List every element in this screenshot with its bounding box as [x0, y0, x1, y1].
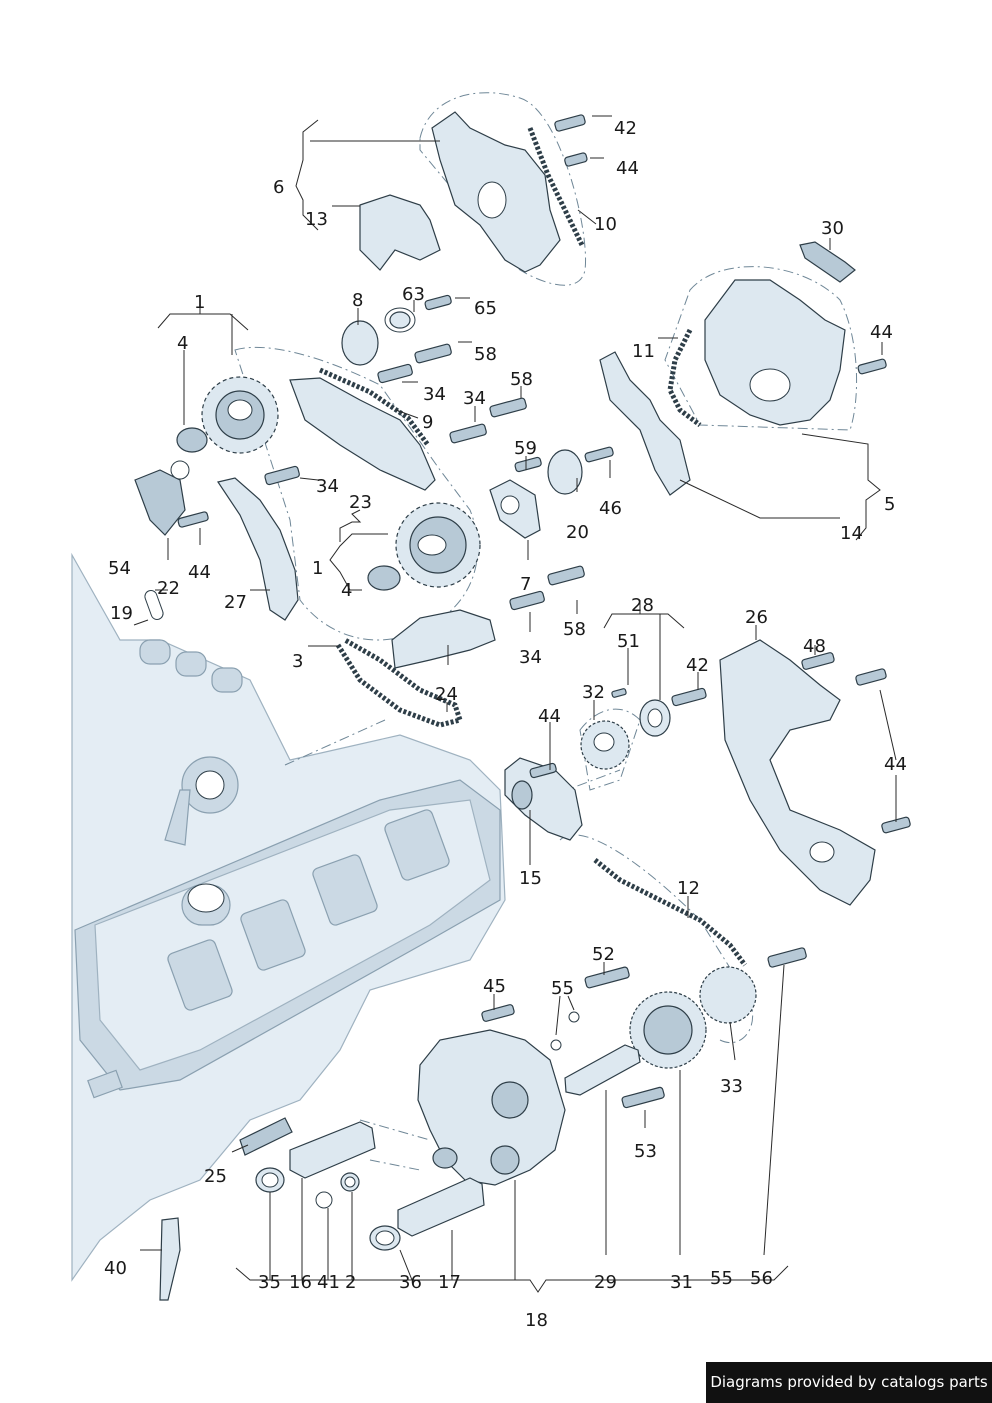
- callout: 11: [632, 341, 655, 362]
- callout: 48: [803, 636, 826, 657]
- tensioner-rail-24: [391, 609, 496, 669]
- callout: 12: [677, 878, 700, 899]
- callout: 56: [750, 1268, 773, 1289]
- callout: 26: [745, 607, 768, 628]
- sealant-tube-40: [159, 1217, 181, 1301]
- tensioner-54: [134, 469, 186, 536]
- callout: 58: [563, 619, 586, 640]
- callout: 19: [110, 603, 133, 624]
- callout: 10: [594, 214, 617, 235]
- callout: 32: [582, 682, 605, 703]
- callout: 30: [821, 218, 844, 239]
- callout: 34: [316, 476, 339, 497]
- callout: 4: [177, 333, 188, 354]
- callout: 29: [594, 1272, 617, 1293]
- callout: 13: [305, 209, 328, 230]
- callout: 54: [108, 558, 131, 579]
- callout: 28: [631, 595, 654, 616]
- callout: 1: [194, 292, 205, 313]
- callout: 20: [566, 522, 589, 543]
- callout: 16: [289, 1272, 312, 1293]
- callout: 53: [634, 1141, 657, 1162]
- callout: 63: [402, 284, 425, 305]
- callout: 33: [720, 1076, 743, 1097]
- callout: 42: [686, 655, 709, 676]
- callout: 44: [538, 706, 561, 727]
- callout: 51: [617, 631, 640, 652]
- callout: 34: [423, 384, 446, 405]
- callout: 58: [474, 344, 497, 365]
- callout: 5: [884, 494, 895, 515]
- callout: 44: [870, 322, 893, 343]
- callout: 22: [157, 578, 180, 599]
- guide-rail-27: [217, 477, 299, 621]
- spring-25: [239, 1117, 293, 1156]
- callout: 44: [616, 158, 639, 179]
- callout: 44: [884, 754, 907, 775]
- callout: 6: [273, 177, 284, 198]
- callout: 2: [345, 1272, 356, 1293]
- gasket-plate-13: [359, 194, 441, 271]
- callout: 58: [510, 369, 533, 390]
- piston-17: [397, 1177, 485, 1237]
- gasket-plate-14: [599, 351, 691, 496]
- sprocket-33: [699, 966, 757, 1024]
- callout: 45: [483, 976, 506, 997]
- parts: [134, 111, 911, 1301]
- callout: 14: [840, 523, 863, 544]
- callout: 59: [514, 438, 537, 459]
- callout: 1: [312, 558, 323, 579]
- clip-30: [799, 241, 856, 283]
- callout: 27: [224, 592, 247, 613]
- callout: 55: [710, 1268, 733, 1289]
- callout: 35: [258, 1272, 281, 1293]
- callout: 25: [204, 1166, 227, 1187]
- callout: 18: [525, 1310, 548, 1331]
- leader-lines: [133, 115, 897, 1293]
- callout: 7: [520, 574, 531, 595]
- piston-16: [289, 1121, 376, 1179]
- shaft-29: [564, 1044, 641, 1096]
- callout: 9: [422, 412, 433, 433]
- callout: 46: [599, 498, 622, 519]
- callout: 41: [317, 1272, 340, 1293]
- callout: 40: [104, 1258, 127, 1279]
- credit-banner: Diagrams provided by catalogs parts: [706, 1362, 992, 1403]
- chain-cover-26: [719, 639, 876, 906]
- callout: 17: [438, 1272, 461, 1293]
- right-chain-housing: [704, 279, 846, 426]
- callout: 3: [292, 651, 303, 672]
- callout: 31: [670, 1272, 693, 1293]
- engine-block: [71, 552, 506, 1282]
- tensioner-rail-9: [289, 377, 436, 491]
- assembly-outlines: [234, 92, 858, 1171]
- callout: 24: [435, 684, 458, 705]
- callout: 65: [474, 298, 497, 319]
- callout: 4: [341, 580, 352, 601]
- callout: 55: [551, 978, 574, 999]
- callout: 23: [349, 492, 372, 513]
- callout-labels: 42 44 6 13 10 30 8 63 65 1 4 58 34 58 34…: [104, 118, 907, 1331]
- callout: 44: [188, 562, 211, 583]
- callout: 36: [399, 1272, 422, 1293]
- callout: 34: [463, 388, 486, 409]
- callout: 42: [614, 118, 637, 139]
- callout: 52: [592, 944, 615, 965]
- callout: 15: [519, 868, 542, 889]
- oil-pump-18: [417, 1029, 566, 1186]
- callout: 34: [519, 647, 542, 668]
- callout: 8: [352, 290, 363, 311]
